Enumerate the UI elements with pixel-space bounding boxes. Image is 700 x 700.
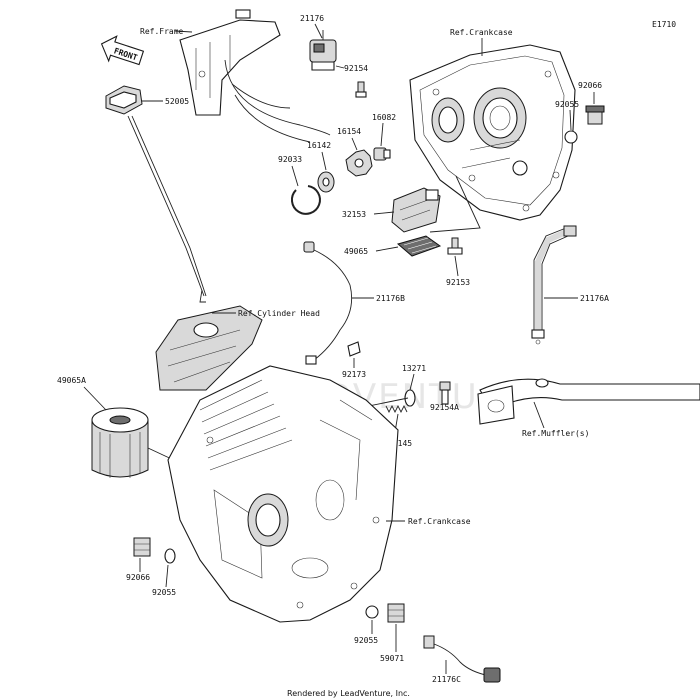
label-16142: 16142: [307, 141, 331, 150]
leader-16154: [351, 137, 358, 151]
front-arrow: FRONT: [100, 35, 145, 66]
leader-92055-left: [165, 564, 169, 588]
footer-text: Rendered by LeadVenture, Inc.: [287, 689, 410, 698]
label-92066-top: 92066: [578, 81, 602, 90]
ref-crankcase-side: Ref.Crankcase: [408, 517, 471, 526]
label-92055-top: 92055: [555, 100, 579, 109]
part-92173-clip: [347, 341, 361, 357]
part-32153-bracket: [391, 187, 441, 233]
leader-92033: [291, 165, 299, 187]
part-92055-oring-left: [164, 548, 176, 564]
part-21176C-sensor: [423, 635, 501, 683]
ref-cylinder-head: Ref.Cylinder Head: [238, 309, 320, 318]
label-92154A: 92154A: [430, 403, 459, 412]
part-92154A-bolt: [439, 381, 451, 405]
cylinder-head: [155, 305, 263, 391]
label-21176C: 21176C: [432, 675, 461, 684]
label-92055-bottom: 92055: [354, 636, 378, 645]
part-59071-fitting: [387, 603, 405, 623]
part-92145-spring: [385, 404, 408, 414]
leader-92154: [335, 65, 345, 69]
label-32153: 32153: [342, 210, 366, 219]
frame-outline: [179, 9, 331, 143]
label-16154: 16154: [337, 127, 361, 136]
part-49065-screen: [396, 235, 442, 257]
crankcase-block: [167, 365, 399, 623]
label-21176B: 21176B: [376, 294, 405, 303]
label-92055-left: 92055: [152, 588, 176, 597]
part-92154-bolt: [355, 81, 367, 98]
part-92033-snapring: [290, 185, 321, 215]
label-59071: 59071: [380, 654, 404, 663]
label-92153: 92153: [446, 278, 470, 287]
part-92066-plug-bottom: [133, 537, 151, 557]
part-92055-oring-top: [564, 130, 578, 144]
label-21176: 21176: [300, 14, 324, 23]
part-92055-oring-bottom: [365, 605, 379, 619]
label-49065: 49065: [344, 247, 368, 256]
leader-ref-frame: [174, 30, 193, 33]
leader-21176: [314, 23, 323, 39]
muffler-pipe: [477, 378, 700, 425]
leader-16142: [321, 151, 327, 171]
leader-32153: [373, 211, 395, 215]
leader-49065: [375, 246, 399, 252]
leader-32153-group: [429, 175, 481, 233]
leader-16082: [380, 122, 384, 147]
label-92145: 92145: [388, 439, 412, 448]
part-16082: [373, 147, 391, 161]
leader-13271: [409, 373, 415, 391]
leader-92055-top: [569, 109, 572, 131]
part-16154-gear: [345, 149, 373, 177]
label-92154: 92154: [344, 64, 368, 73]
leader-49065A: [83, 386, 107, 411]
label-92033: 92033: [278, 155, 302, 164]
part-92153-bolt: [447, 237, 463, 255]
leader-92153: [454, 255, 459, 277]
label-21176A: 21176A: [580, 294, 609, 303]
label-92066-bottom: 92066: [126, 573, 150, 582]
label-92173: 92173: [342, 370, 366, 379]
part-49065A-oil-filter: [91, 407, 149, 478]
part-52005-dipstick: [105, 85, 207, 303]
ref-frame: Ref.Frame: [140, 27, 184, 36]
part-21176A-sensor: [531, 225, 577, 345]
label-13271: 13271: [402, 364, 426, 373]
label-52005: 52005: [165, 97, 189, 106]
diagram-code: E1710: [652, 20, 676, 29]
part-21176B-sensor: [303, 241, 353, 365]
part-16142-washer: [317, 171, 335, 193]
ref-crankcase-top: Ref.Crankcase: [450, 28, 513, 37]
part-92066-plug-top: [585, 105, 605, 125]
ref-muffler: Ref.Muffler(s): [522, 429, 589, 438]
crankcase-cover: [409, 44, 576, 221]
part-21176-switch: [309, 30, 337, 71]
label-49065A: 49065A: [57, 376, 86, 385]
leader-ref-muffler: [533, 401, 545, 429]
label-16082: 16082: [372, 113, 396, 122]
